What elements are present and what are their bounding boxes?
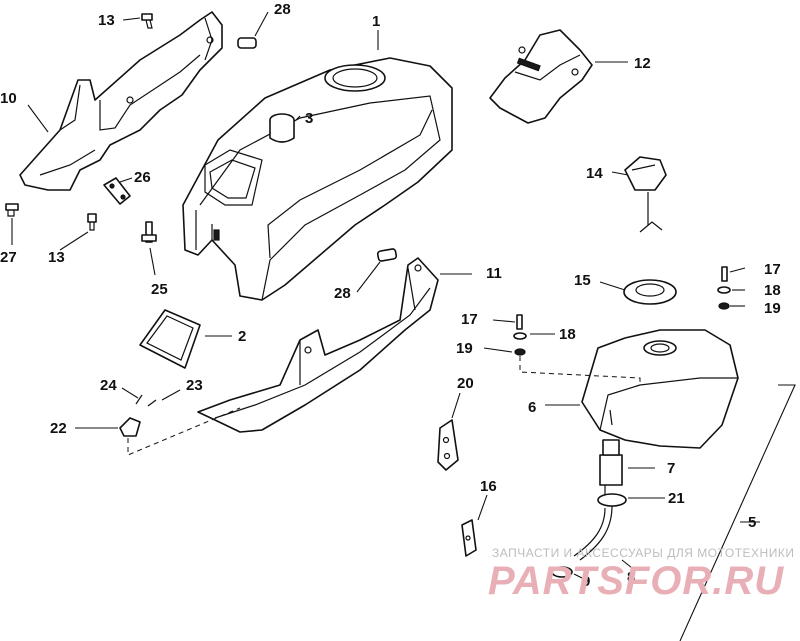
callout-2: 2 [238, 328, 246, 345]
left-bracket [19, 11, 223, 191]
callout-3: 3 [305, 110, 313, 127]
callout-23: 23 [186, 377, 203, 394]
cap-plug [269, 113, 295, 143]
callout-6: 6 [528, 399, 536, 416]
assembly-line-knob-frame [127, 407, 241, 456]
callout-11: 11 [486, 265, 502, 282]
knob-22 [119, 417, 141, 437]
washer-18-right [717, 286, 731, 294]
callout-19-right: 19 [764, 300, 781, 317]
callout-22: 22 [50, 420, 67, 437]
pin-28-mid [376, 248, 398, 262]
callout-21: 21 [668, 490, 685, 507]
callout-18-mid: 18 [559, 326, 576, 343]
plate-26 [103, 177, 131, 205]
watermark-logo: PARTSFOR.RU [488, 559, 784, 603]
callout-8: 8 [627, 569, 635, 586]
gasket-seal [139, 309, 201, 369]
fuel-tank [581, 329, 739, 449]
callout-13-top: 13 [98, 12, 115, 29]
fuel-hose [573, 505, 613, 561]
pin-23 [147, 399, 157, 407]
callout-28-mid: 28 [334, 285, 351, 302]
latch-16 [461, 519, 477, 557]
callout-15: 15 [574, 272, 591, 289]
callout-26: 26 [134, 169, 151, 186]
callout-14: 14 [586, 165, 603, 182]
hose-clip [551, 566, 573, 578]
washer-18-mid [513, 332, 527, 340]
callout-10: 10 [0, 90, 17, 107]
latch-20 [437, 419, 459, 471]
lower-frame [197, 257, 439, 433]
leader-lines [11, 11, 760, 579]
callout-labels: 1 2 3 5 6 7 8 9 10 11 12 13 13 14 15 16 … [0, 1, 781, 590]
bolt-27 [5, 203, 19, 217]
callout-18-right: 18 [764, 282, 781, 299]
motor-cover [182, 57, 453, 301]
bolt-17-right [721, 266, 728, 282]
callout-17-mid: 17 [461, 311, 478, 328]
callout-16: 16 [480, 478, 497, 495]
pin-24 [135, 394, 143, 405]
watermark: ЗАПЧАСТИ И АКСЕССУАРЫ ДЛЯ МОТОТЕХНИКИ PA… [488, 546, 794, 603]
bolt-25 [141, 221, 157, 243]
watermark-tagline: ЗАПЧАСТИ И АКСЕССУАРЫ ДЛЯ МОТОТЕХНИКИ [492, 546, 794, 560]
callout-28-top: 28 [274, 1, 291, 18]
callout-7: 7 [667, 460, 675, 477]
bolt-13-left [87, 213, 97, 231]
callout-25: 25 [151, 281, 168, 298]
group-bracket-5 [679, 384, 796, 641]
assembly-line-nut-tank [519, 356, 641, 385]
nut-19-right [718, 302, 730, 310]
gasket-ring [623, 279, 677, 305]
fuel-valve [599, 439, 623, 495]
top-right-bracket [489, 29, 593, 124]
bolt-17-mid [516, 314, 523, 330]
callout-24: 24 [100, 377, 117, 394]
callout-19-mid: 19 [456, 340, 473, 357]
nut-19-mid [514, 348, 526, 356]
pin-28-top [237, 37, 257, 49]
callout-12: 12 [634, 55, 651, 72]
callout-9: 9 [582, 573, 590, 590]
callout-27: 27 [0, 249, 17, 266]
callout-13-left: 13 [48, 249, 65, 266]
callout-1: 1 [372, 13, 380, 30]
callout-17-right: 17 [764, 261, 781, 278]
callout-5: 5 [748, 514, 756, 531]
callout-20: 20 [457, 375, 474, 392]
clamp-ring [597, 493, 627, 507]
fuel-cap [624, 156, 667, 233]
bolt-13-top [141, 13, 153, 29]
